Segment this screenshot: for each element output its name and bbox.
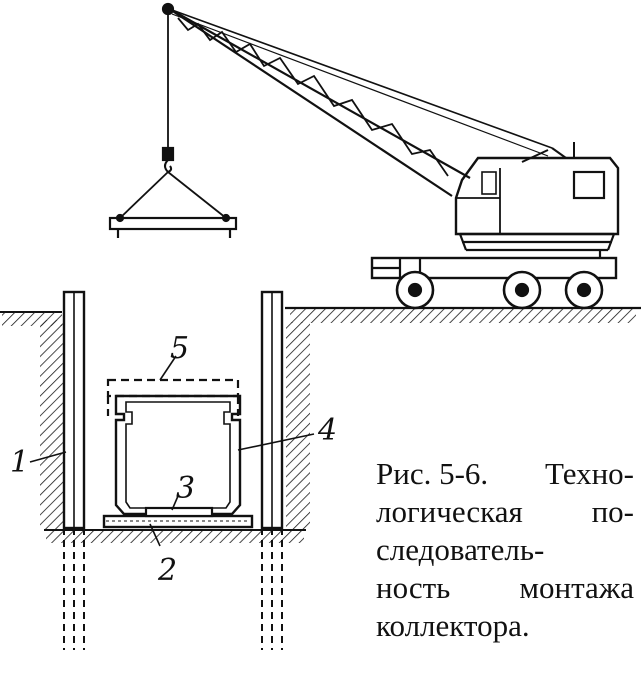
leader-5 [159, 355, 177, 381]
leader-1 [29, 451, 67, 463]
leader-3 [171, 495, 179, 511]
caption-line-4: ность монтажа [376, 569, 634, 607]
caption-line-2: логическая по- [376, 493, 634, 531]
chassis [370, 250, 618, 280]
crane [108, 2, 620, 310]
caption-text: монтажа [519, 570, 634, 605]
hook-block [161, 146, 175, 174]
caption-figure-number: Рис. 5-6. [376, 456, 489, 491]
turntable [458, 232, 616, 252]
label-4: 4 [317, 413, 337, 448]
caption-line-1: Рис. 5-6. Техно- [376, 455, 634, 493]
leader-lines [29, 355, 315, 547]
label-3: 3 [176, 471, 195, 506]
label-1: 1 [10, 445, 29, 480]
luffing-cable [171, 9, 553, 149]
caption-text: ность [376, 570, 451, 605]
label-2: 2 [157, 553, 177, 588]
caption-text: Техно- [544, 456, 634, 491]
next-section-outline [106, 378, 240, 416]
sheet-pile-left [62, 290, 86, 650]
crane-boom [161, 2, 471, 197]
caption-text: логическая [376, 494, 523, 529]
bottom-element [144, 506, 214, 518]
crane-cab [454, 156, 620, 236]
ground [0, 306, 641, 543]
base-slab [102, 514, 254, 529]
leader-2 [149, 523, 161, 547]
figure-caption: Рис. 5-6. Техно- логическая по- следоват… [376, 455, 634, 645]
caption-line-5: коллектора. [376, 608, 530, 643]
leader-4 [237, 433, 315, 451]
sheet-pile-right [260, 290, 284, 650]
lifting-traverse [108, 213, 238, 238]
caption-text: по- [591, 494, 634, 529]
label-5: 5 [170, 331, 189, 366]
caption-line-3: следователь- [376, 532, 545, 567]
